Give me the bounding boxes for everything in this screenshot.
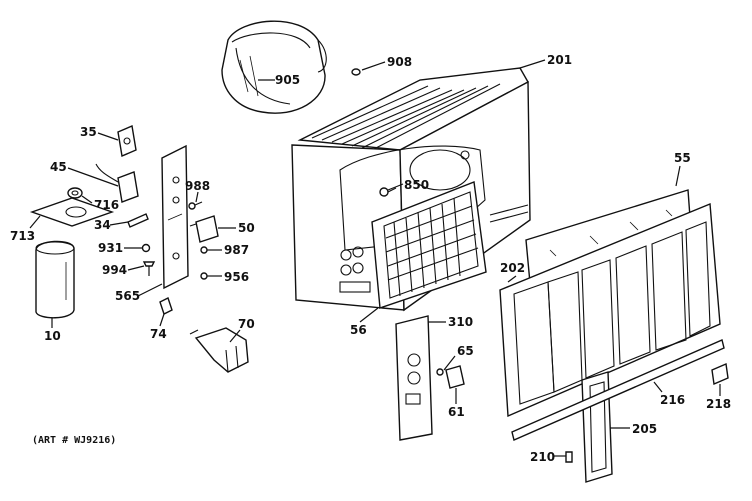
label-987: 987 — [224, 243, 249, 257]
part-202-front-panel — [499, 202, 721, 418]
label-218: 218 — [706, 397, 731, 411]
part-716-grommet — [67, 187, 83, 199]
part-50-switch — [189, 215, 219, 243]
label-34: 34 — [94, 218, 111, 232]
part-56-grille — [371, 181, 487, 309]
part-218-end-cap — [711, 362, 729, 386]
part-65-screw — [436, 368, 444, 376]
label-56: 56 — [350, 323, 367, 337]
art-number-caption: (ART # WJ9216) — [32, 435, 116, 446]
part-988-screw — [188, 201, 203, 210]
label-216: 216 — [660, 393, 685, 407]
part-205-louver — [581, 371, 613, 483]
part-216-rail — [511, 339, 725, 441]
part-987-screw — [200, 246, 212, 254]
label-931: 931 — [98, 241, 123, 255]
part-931-nut — [141, 243, 151, 253]
part-713-bracket — [29, 197, 115, 227]
label-988: 988 — [185, 179, 210, 193]
label-310: 310 — [448, 315, 473, 329]
part-210-screw — [565, 451, 573, 463]
label-35: 35 — [80, 125, 97, 139]
part-994-screw — [142, 261, 156, 276]
label-850: 850 — [404, 178, 429, 192]
part-956-screw — [200, 272, 214, 280]
label-50: 50 — [238, 221, 255, 235]
label-713: 713 — [10, 229, 35, 243]
part-565-plate — [161, 144, 189, 290]
label-905: 905 — [275, 73, 300, 87]
part-310-panel — [395, 315, 433, 441]
part-74-clip — [159, 297, 173, 315]
part-35-switch — [117, 125, 137, 157]
part-34-bolt — [127, 213, 149, 228]
part-850-screw — [379, 187, 397, 197]
part-61-knob — [445, 365, 465, 389]
label-61: 61 — [448, 405, 465, 419]
label-55: 55 — [674, 151, 691, 165]
part-45-relay — [95, 163, 139, 203]
label-565: 565 — [115, 289, 140, 303]
label-70: 70 — [238, 317, 255, 331]
label-210: 210 — [530, 450, 555, 464]
label-10: 10 — [44, 329, 61, 343]
label-994: 994 — [102, 263, 127, 277]
label-956: 956 — [224, 270, 249, 284]
label-908: 908 — [387, 55, 412, 69]
part-905-shroud — [221, 20, 327, 114]
part-10-capacitor — [35, 240, 75, 319]
label-201: 201 — [547, 53, 572, 67]
part-908-screw — [351, 68, 361, 76]
label-45: 45 — [50, 160, 67, 174]
label-65: 65 — [457, 344, 474, 358]
part-70-terminal — [189, 327, 249, 373]
label-205: 205 — [632, 422, 657, 436]
label-202: 202 — [500, 261, 525, 275]
label-74: 74 — [150, 327, 167, 341]
